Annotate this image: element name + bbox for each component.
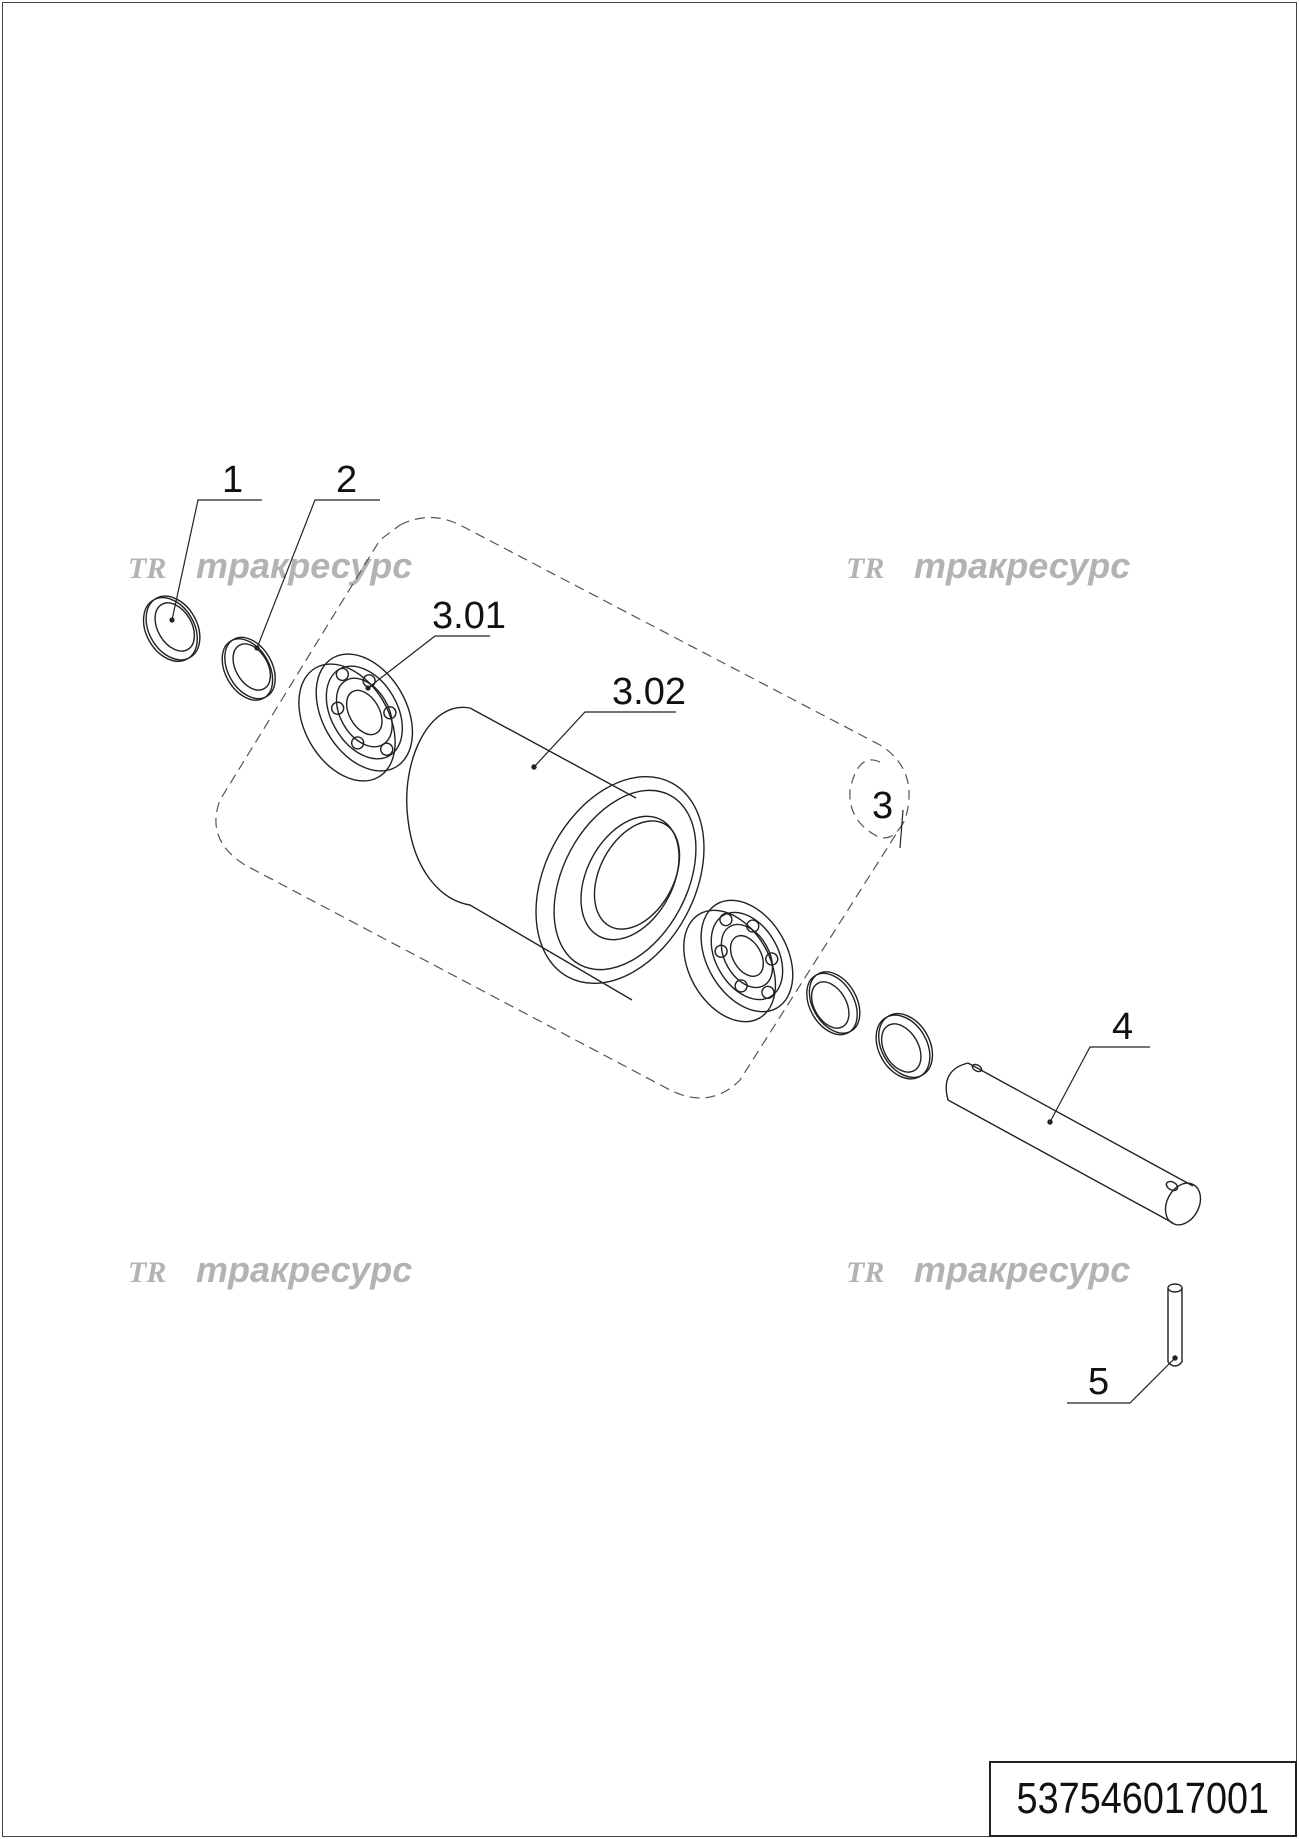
part-1-ring [142, 595, 201, 662]
part-1-ring-right [875, 1013, 934, 1080]
watermark-top-right: TR тракресурс [846, 545, 1130, 586]
part-number: 537546017001 [1016, 1774, 1270, 1823]
watermark-logo: TR [846, 552, 884, 585]
watermark-logo: TR [128, 1256, 166, 1289]
watermark-text: тракресурс [914, 1249, 1130, 1290]
watermark-logo: TR [128, 552, 166, 585]
callout-2: 2 [336, 459, 357, 501]
callout-3: 3 [872, 785, 893, 827]
part-2-ring-right [806, 971, 861, 1036]
part-4-shaft [945, 1062, 1202, 1226]
callout-4: 4 [1112, 1006, 1133, 1048]
assembly-tag-boundary [849, 759, 906, 839]
watermark-logo: TR [846, 1256, 884, 1289]
part-number-box: 537546017001 [989, 1761, 1297, 1837]
part-3-01-bearing-left [298, 653, 414, 782]
watermark-text: тракресурс [196, 545, 412, 586]
part-3-02-roller [406, 706, 705, 1001]
watermark-text: тракресурс [196, 1249, 412, 1290]
callout-5: 5 [1088, 1361, 1109, 1403]
part-2-ring [221, 636, 276, 701]
callout-1: 1 [222, 459, 243, 501]
callout-3-02: 3.02 [612, 671, 686, 713]
callout-labels: 1 2 3.01 3.02 3 4 5 [222, 459, 1133, 1403]
watermark-text: тракресурс [914, 545, 1130, 586]
watermark-bottom-left: TR тракресурс [128, 1249, 412, 1290]
watermark-top-left: TR тракресурс [128, 545, 412, 586]
watermark-bottom-right: TR тракресурс [846, 1249, 1130, 1290]
callout-3-01: 3.01 [432, 595, 506, 637]
part-5-pin [1167, 1283, 1183, 1367]
assembly-boundary-3 [215, 516, 910, 1099]
leader-lines [169, 499, 1176, 1404]
part-3-01-bearing-right [683, 899, 794, 1023]
